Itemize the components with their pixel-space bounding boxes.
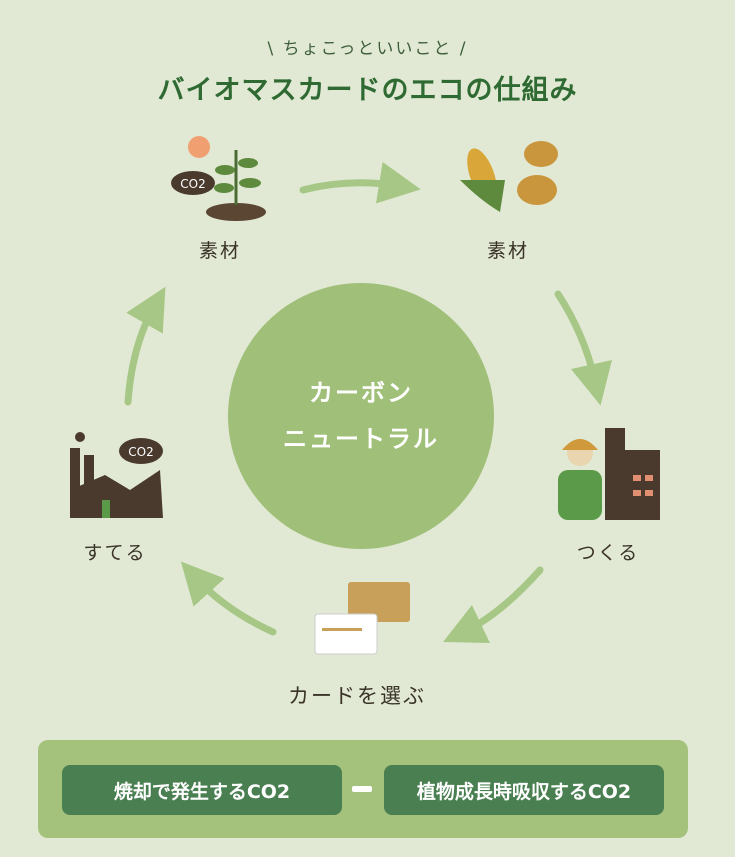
co2-text-plant: CO2 bbox=[180, 177, 205, 191]
subtitle: \ ちょこっといいこと / bbox=[267, 39, 468, 59]
step-label-material-1: 素材 bbox=[198, 240, 241, 262]
step-label-dispose: すてる bbox=[83, 542, 147, 564]
arrow-bottom-right bbox=[443, 566, 544, 643]
arrow-bottom-left bbox=[180, 561, 277, 636]
arrow-left bbox=[124, 286, 166, 406]
page-title: バイオマスカードのエコの仕組み bbox=[157, 75, 578, 106]
worker-factory-icon bbox=[558, 428, 660, 520]
step-label-material-2: 素材 bbox=[486, 240, 529, 262]
co2-text-factory: CO2 bbox=[128, 445, 153, 459]
arrow-right bbox=[554, 290, 612, 406]
arrow-top bbox=[299, 161, 421, 204]
factory-co2-icon bbox=[70, 432, 163, 518]
formula-right: 植物成長時吸収するCO2 bbox=[384, 765, 664, 815]
center-line2: ニュートラル bbox=[283, 425, 439, 453]
step-label-choose-card: カードを選ぶ bbox=[288, 684, 426, 708]
step-label-make: つくる bbox=[576, 542, 640, 564]
carbon-neutral-circle: カーボン ニュートラル bbox=[228, 283, 494, 549]
formula-left: 焼却で発生するCO2 bbox=[62, 765, 342, 815]
plant-sun-co2-icon bbox=[171, 136, 266, 221]
cards-icon bbox=[314, 582, 410, 655]
corn-potato-icon bbox=[460, 141, 558, 212]
center-line1: カーボン bbox=[309, 379, 413, 407]
minus-sign bbox=[352, 786, 372, 792]
